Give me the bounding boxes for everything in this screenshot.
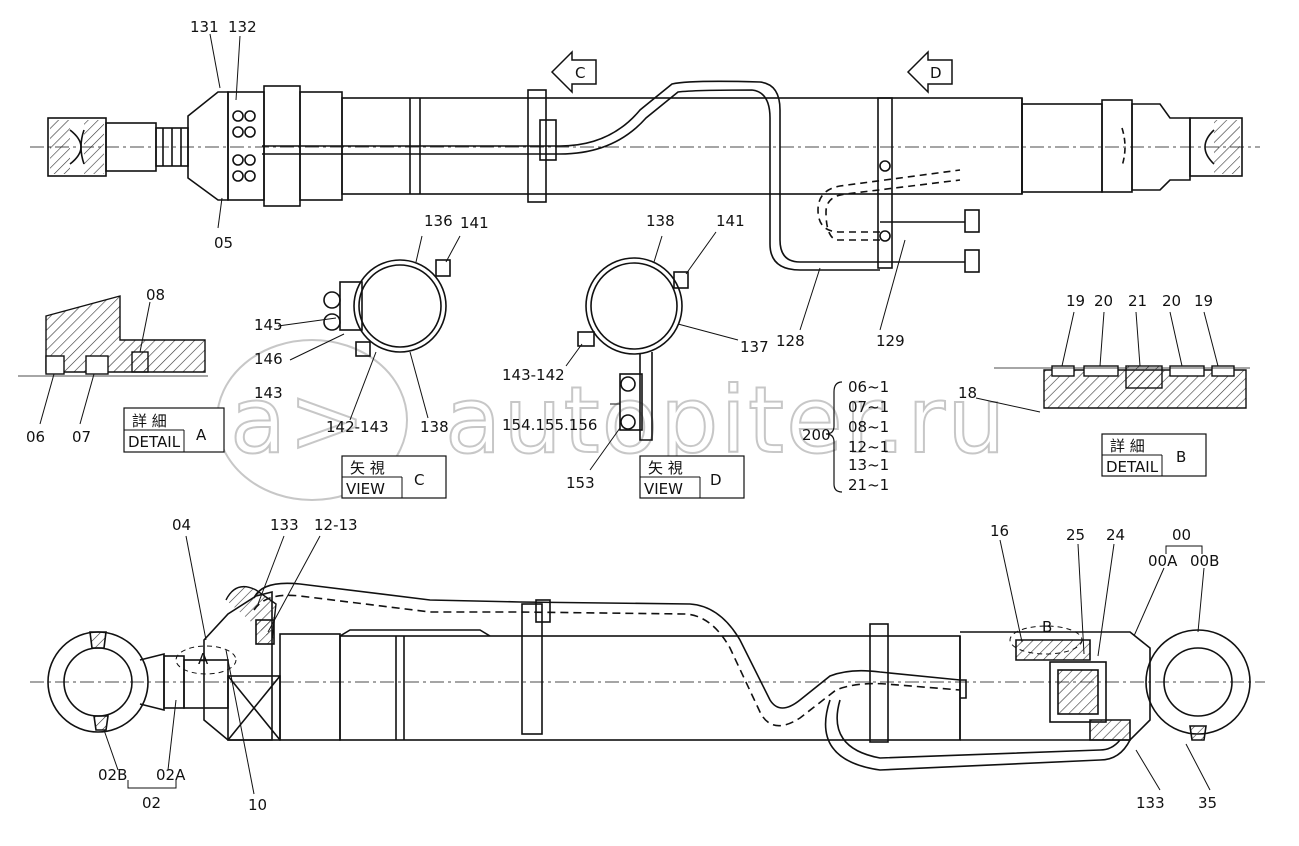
part-154-155-156: 154.155.156 [502,416,597,434]
part-133-b: 133 [1136,794,1165,812]
view-arrow-d-label: D [930,64,942,82]
part-131: 131 [190,18,219,36]
detail-a-letter: A [196,426,207,444]
view-c-letter: C [414,471,424,489]
view-c-box: 矢 視 VIEW C [341,455,447,499]
part-141-d: 141 [716,212,745,230]
part-04: 04 [172,516,191,534]
part-10: 10 [248,796,267,814]
part-05: 05 [214,234,233,252]
kit-item-1: 06~1 [848,378,889,396]
detail-b-marker: B [1042,618,1052,636]
part-19-b: 19 [1194,292,1213,310]
part-02: 02 [142,794,161,812]
part-20-b: 20 [1162,292,1181,310]
part-19-a: 19 [1066,292,1085,310]
kit-item-2: 07~1 [848,398,889,416]
part-00: 00 [1172,526,1191,544]
view-arrow-c: C [550,50,597,94]
part-142-143: 142-143 [326,418,389,436]
part-20-a: 20 [1094,292,1113,310]
part-138-c: 138 [420,418,449,436]
part-06: 06 [26,428,45,446]
part-12-13: 12-13 [314,516,358,534]
part-143-c: 143 [254,384,283,402]
detail-b-letter: B [1176,448,1186,466]
part-143-142: 143-142 [502,366,565,384]
part-146: 146 [254,350,283,368]
detail-b-jp: 詳 細 [1110,437,1145,455]
view-d-box: 矢 視 VIEW D [639,455,745,499]
part-02a: 02A [156,766,186,784]
part-141-c: 141 [460,214,489,232]
view-c-jp: 矢 視 [350,459,385,477]
part-128: 128 [776,332,805,350]
view-arrow-d: D [906,50,953,94]
view-d-letter: D [710,471,722,489]
part-132: 132 [228,18,257,36]
detail-a-drawing [18,295,208,425]
bottom-cylinder [30,535,1265,795]
part-00a: 00A [1148,552,1178,570]
part-21: 21 [1128,292,1147,310]
detail-a-box: 詳 細 DETAIL A [123,407,225,453]
part-07: 07 [72,428,91,446]
part-153: 153 [566,474,595,492]
detail-a-marker: A [198,650,209,668]
detail-b-box: 詳 細 DETAIL B [1101,433,1207,477]
part-08: 08 [146,286,165,304]
kit-item-3: 08~1 [848,418,889,436]
part-25: 25 [1066,526,1085,544]
part-00b: 00B [1190,552,1219,570]
detail-a-en: DETAIL [128,433,181,451]
part-133-a: 133 [270,516,299,534]
view-c-en: VIEW [346,480,385,498]
detail-a-jp: 詳 細 [132,412,167,430]
top-callouts [209,33,906,331]
part-137: 137 [740,338,769,356]
kit-item-4: 12~1 [848,438,889,456]
part-145: 145 [254,316,283,334]
kit-item-5: 13~1 [848,456,889,474]
part-35: 35 [1198,794,1217,812]
view-c-drawing [277,235,461,421]
view-d-drawing [565,231,739,471]
view-arrow-c-label: C [575,64,585,82]
part-138-d: 138 [646,212,675,230]
part-24: 24 [1106,526,1125,544]
detail-b-en: DETAIL [1106,458,1159,476]
kit-main: 200 [802,426,831,444]
detail-b-drawing [975,311,1250,413]
top-cylinder [30,80,1260,273]
seal-kit: 200 06~1 07~1 08~1 12~1 13~1 21~1 [802,378,889,494]
part-02b: 02B [98,766,127,784]
part-136-c: 136 [424,212,453,230]
kit-item-6: 21~1 [848,476,889,494]
part-16: 16 [990,522,1009,540]
part-18: 18 [958,384,977,402]
view-d-jp: 矢 視 [648,459,683,477]
part-129: 129 [876,332,905,350]
view-d-en: VIEW [644,480,683,498]
